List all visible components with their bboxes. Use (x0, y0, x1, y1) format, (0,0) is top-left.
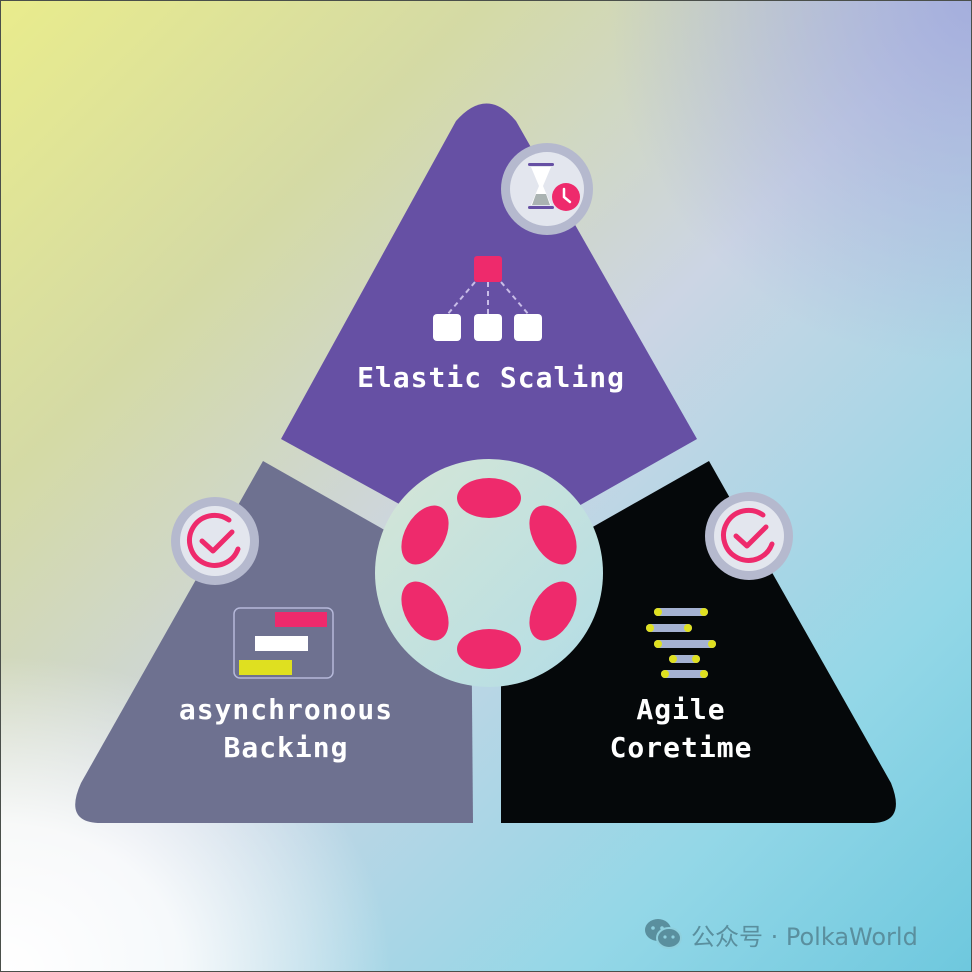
wechat-icon (645, 919, 682, 949)
polkadot-logo (375, 459, 603, 687)
tree-hierarchy-icon (433, 256, 542, 341)
label-elastic-scaling: Elastic Scaling (357, 361, 625, 394)
gantt-bars-icon (233, 607, 334, 679)
label-agile-coretime: Agile Coretime (609, 693, 753, 764)
hourglass-clock-icon (501, 143, 593, 235)
watermark-text: 公众号 · PolkaWorld (691, 922, 918, 951)
stacked-bars-icon (646, 608, 716, 678)
check-circle-icon (705, 492, 793, 580)
watermark: 公众号 · PolkaWorld (643, 916, 918, 952)
check-circle-icon (171, 497, 259, 585)
label-asynchronous-backing: asynchronous Backing (178, 693, 394, 764)
